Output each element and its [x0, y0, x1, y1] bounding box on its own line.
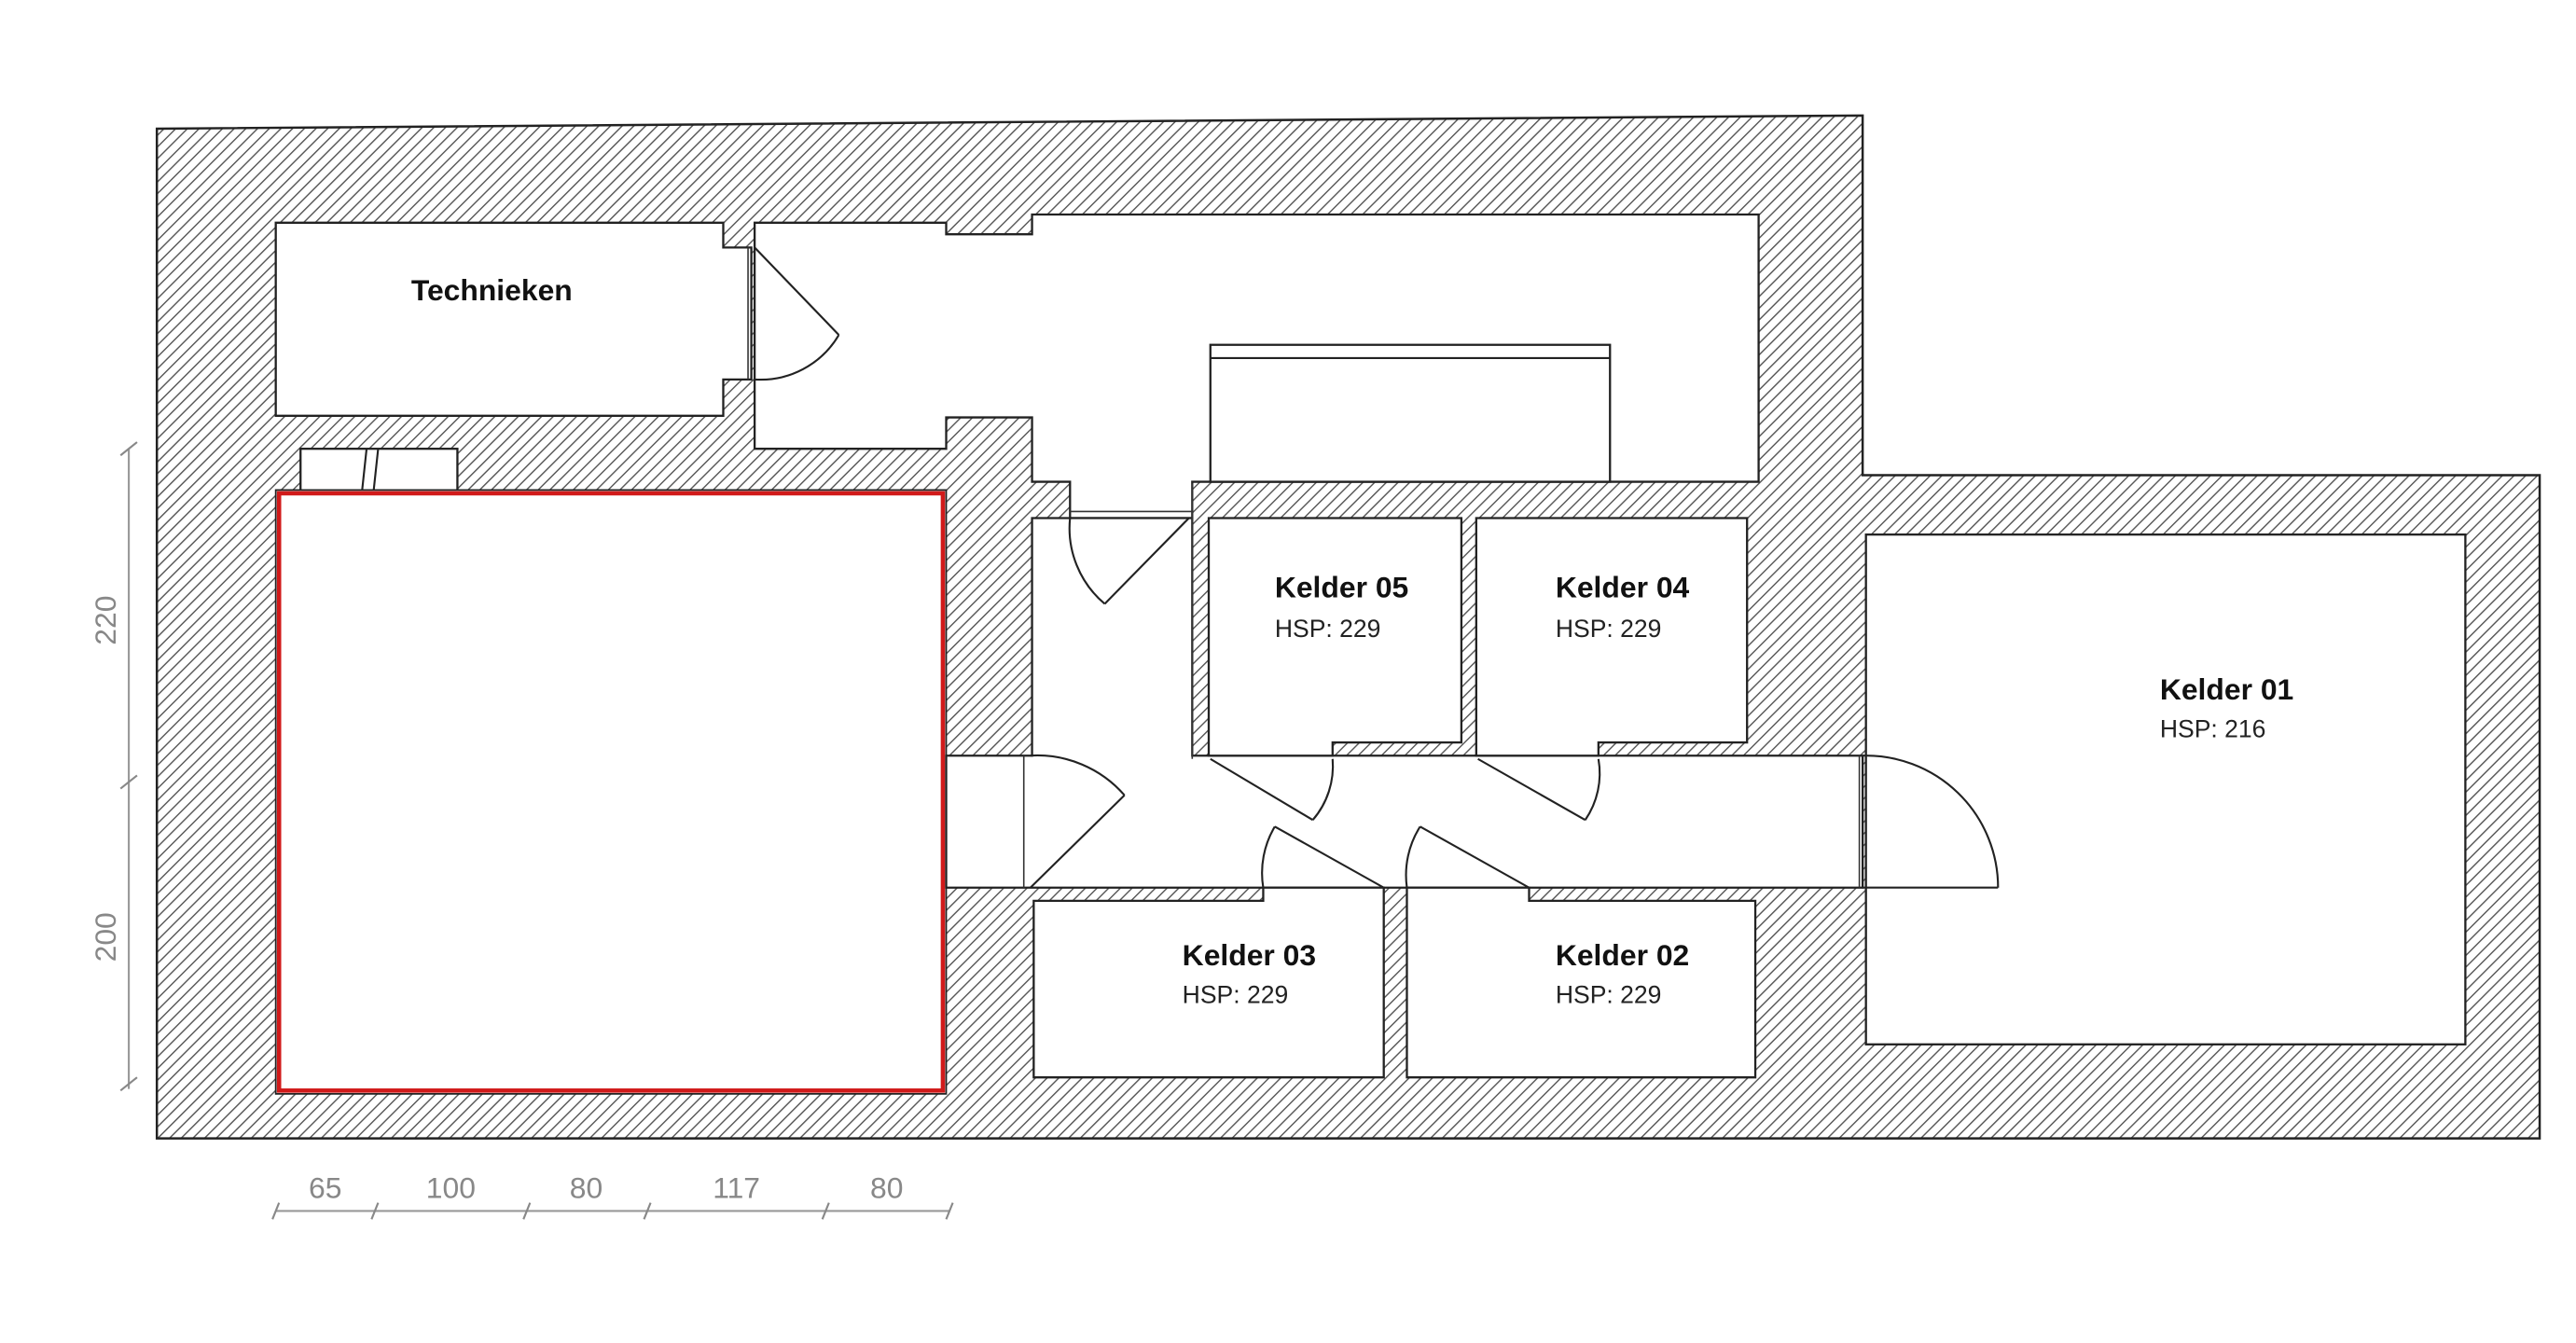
closet-divider — [372, 449, 380, 495]
dimension-horizontal-80a: 80 — [570, 1170, 602, 1204]
room-hsp-kelder01: HSP: 216 — [2160, 715, 2266, 743]
door-kelder02-swing — [1405, 825, 1421, 888]
dimension-horizontal-117: 117 — [713, 1170, 760, 1204]
dim-tick — [821, 1202, 830, 1220]
room-label-kelder03: Kelder 03 — [1183, 938, 1316, 972]
room-hsp-kelder03: HSP: 229 — [1183, 981, 1289, 1009]
room-label-technieken: Technieken — [411, 273, 573, 307]
door-left-leaf — [1030, 794, 1126, 889]
room-kelder01-shape[interactable] — [1864, 533, 2467, 1045]
door-kelder05-leaf — [1210, 757, 1314, 822]
selected-room-outline[interactable] — [276, 491, 946, 1093]
door-kelder03-swing — [1261, 825, 1276, 888]
dim-tick — [271, 1202, 281, 1220]
room-label-kelder01: Kelder 01 — [2160, 672, 2293, 706]
room-label-kelder05: Kelder 05 — [1275, 570, 1408, 603]
room-hsp-kelder02: HSP: 229 — [1556, 981, 1662, 1009]
dim-tick — [119, 441, 138, 457]
door-kelder01-swing — [1863, 755, 2000, 888]
door-kelder05-swing — [1311, 758, 1335, 821]
dimension-horizontal-80b: 80 — [870, 1170, 903, 1204]
door-technieken-swing — [755, 334, 840, 381]
room-kelder04-shape[interactable] — [1475, 517, 1749, 757]
dimension-vertical-220: 220 — [89, 596, 122, 645]
door-kelder04-swing — [1584, 758, 1601, 821]
door-corridor-top-leaf — [1103, 517, 1190, 605]
door-kelder03-leaf — [1274, 825, 1385, 889]
closet-left[interactable] — [299, 448, 459, 496]
door-corridor-top-swing — [1068, 518, 1106, 605]
dim-tick — [643, 1202, 652, 1220]
hall-fixture — [1209, 343, 1612, 483]
dim-tick — [370, 1202, 380, 1220]
room-label-kelder04: Kelder 04 — [1556, 570, 1690, 603]
dim-tick — [119, 1076, 138, 1092]
dimension-vertical-200: 200 — [89, 912, 122, 962]
dimension-horizontal-100: 100 — [426, 1170, 476, 1204]
dim-tick — [945, 1202, 954, 1220]
room-label-kelder02: Kelder 02 — [1556, 938, 1689, 972]
room-hsp-kelder04: HSP: 229 — [1556, 615, 1662, 643]
selected-room-fill[interactable] — [274, 489, 948, 1095]
room-technieken-shape[interactable] — [274, 221, 753, 417]
dimension-horizontal-65: 65 — [309, 1170, 341, 1204]
door-kelder02-leaf — [1420, 825, 1530, 889]
door-left-swing — [1030, 754, 1126, 796]
door-technieken-leaf — [754, 246, 840, 336]
dim-tick — [522, 1202, 532, 1220]
room-kelder05-shape[interactable] — [1207, 517, 1463, 757]
door-kelder04-leaf — [1477, 757, 1586, 822]
dim-tick — [119, 774, 138, 790]
closet-divider-2 — [360, 449, 368, 495]
room-hsp-kelder05: HSP: 229 — [1275, 615, 1381, 643]
